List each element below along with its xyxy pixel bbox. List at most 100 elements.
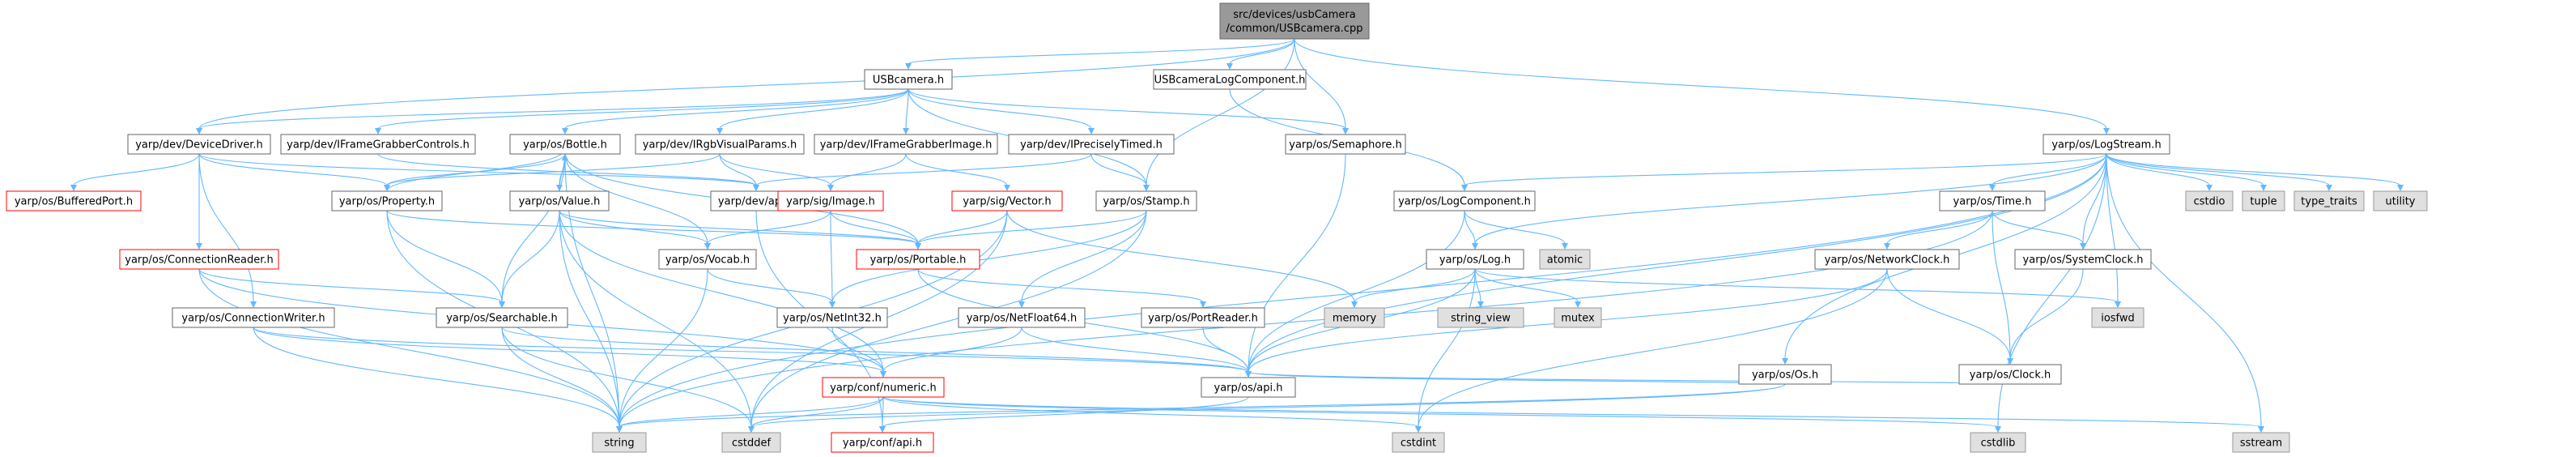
edge-stamp-to-netint32 xyxy=(831,210,1147,303)
node-clock[interactable]: yarp/os/Clock.h xyxy=(1958,364,2062,385)
node-netint32[interactable]: yarp/os/NetInt32.h xyxy=(776,307,888,328)
edge-logstream-to-sstream xyxy=(2106,153,2262,428)
edge-root-to-usbcam_h xyxy=(908,38,1295,65)
node-bottle[interactable]: yarp/os/Bottle.h xyxy=(509,134,621,155)
node-label-log: yarp/os/Log.h xyxy=(1439,254,1511,267)
node-osapi[interactable]: yarp/os/api.h xyxy=(1201,377,1296,398)
node-irgb[interactable]: yarp/dev/IRgbVisualParams.h xyxy=(635,134,805,155)
node-box-devdriver xyxy=(127,134,271,155)
node-time[interactable]: yarp/os/Time.h xyxy=(1939,190,2046,211)
arrowhead-numeric-to-cstdint xyxy=(1415,426,1422,433)
node-box-cstdio xyxy=(2185,190,2234,211)
edge-property-to-bottle xyxy=(386,147,566,192)
edge-semaphore-to-osapi xyxy=(1248,153,1346,373)
node-box-clock xyxy=(1958,364,2062,385)
edge-log-to-cstdint xyxy=(1418,268,1476,428)
node-label-cstdlib: cstdlib xyxy=(1981,438,2016,450)
arrowhead-devdriver-to-bufport xyxy=(70,185,77,191)
node-portable[interactable]: yarp/os/Portable.h xyxy=(856,249,980,270)
edge-root-to-logcomp_h xyxy=(1229,38,1295,65)
node-ifgi[interactable]: yarp/dev/IFrameGrabberImage.h xyxy=(814,134,998,155)
node-vocab[interactable]: yarp/os/Vocab.h xyxy=(658,249,757,270)
node-box-netclock xyxy=(1814,249,1960,270)
arrowhead-logstream-to-tuple xyxy=(2260,185,2267,191)
node-label-iosfwd: iosfwd xyxy=(2101,313,2135,325)
node-label-logstream: yarp/os/LogStream.h xyxy=(2051,139,2161,152)
edge-osos-to-osapi xyxy=(1248,371,1786,385)
node-label-searchable: yarp/os/Searchable.h xyxy=(446,313,558,325)
node-stamp[interactable]: yarp/os/Stamp.h xyxy=(1095,190,1197,211)
node-label-irgb: yarp/dev/IRgbVisualParams.h xyxy=(643,139,797,152)
edge-sigimage-to-portable xyxy=(830,210,919,245)
edge-vocab-to-string xyxy=(618,268,708,428)
edge-bottle-to-searchable xyxy=(501,153,566,303)
node-label-osapi: yarp/os/api.h xyxy=(1214,382,1283,395)
edge-devdriver-to-devapi xyxy=(198,153,757,186)
node-log[interactable]: yarp/os/Log.h xyxy=(1426,249,1524,270)
edge-irgb-to-property xyxy=(386,153,721,186)
arrowhead-oslogcomp-to-log xyxy=(1472,243,1478,250)
node-label-memory: memory xyxy=(1333,313,1377,325)
node-box-iosfwd xyxy=(2091,307,2145,328)
node-label-netfloat64: yarp/os/NetFloat64.h xyxy=(967,313,1078,325)
node-box-netfloat64 xyxy=(958,307,1086,328)
node-logcomp_h[interactable]: USBcameraLogComponent.h xyxy=(1153,69,1307,90)
node-label-property: yarp/os/Property.h xyxy=(339,196,435,208)
arrowhead-sysclock-to-clock xyxy=(2007,358,2013,365)
node-box-connwriter xyxy=(172,307,335,328)
node-box-root xyxy=(1219,2,1370,40)
node-usbcam_h[interactable]: USBcamera.h xyxy=(864,69,953,90)
edge-root-to-stamp xyxy=(1146,38,1295,186)
node-connwriter[interactable]: yarp/os/ConnectionWriter.h xyxy=(172,307,335,328)
node-semaphore[interactable]: yarp/os/Semaphore.h xyxy=(1285,134,1406,155)
node-numeric[interactable]: yarp/conf/numeric.h xyxy=(822,377,945,398)
node-sigvector[interactable]: yarp/sig/Vector.h xyxy=(951,190,1063,211)
edge-property-to-portable xyxy=(386,210,919,245)
node-sysclock[interactable]: yarp/os/SystemClock.h xyxy=(2014,249,2152,270)
edge-numeric-to-cstddef xyxy=(750,396,884,428)
arrowhead-devdriver-to-connwriter xyxy=(250,301,257,308)
node-box-memory xyxy=(1324,307,1385,328)
arrowhead-numeric-to-confapi xyxy=(879,426,886,433)
node-connreader[interactable]: yarp/os/ConnectionReader.h xyxy=(119,249,279,270)
node-netclock[interactable]: yarp/os/NetworkClock.h xyxy=(1814,249,1960,270)
node-netfloat64[interactable]: yarp/os/NetFloat64.h xyxy=(958,307,1086,328)
node-label-sysclock: yarp/os/SystemClock.h xyxy=(2023,254,2144,267)
node-portreader[interactable]: yarp/os/PortReader.h xyxy=(1141,307,1265,328)
edge-value-to-searchable xyxy=(501,210,560,303)
node-osos[interactable]: yarp/os/Os.h xyxy=(1738,364,1832,385)
node-confapi[interactable]: yarp/conf/api.h xyxy=(831,432,934,453)
node-box-property xyxy=(331,190,443,211)
edge-searchable-to-osapi xyxy=(501,327,1249,373)
node-sigimage[interactable]: yarp/sig/Image.h xyxy=(777,190,884,211)
node-value[interactable]: yarp/os/Value.h xyxy=(509,190,610,211)
edge-bottle-to-vocab xyxy=(564,153,708,245)
node-devdriver[interactable]: yarp/dev/DeviceDriver.h xyxy=(127,134,271,155)
node-property[interactable]: yarp/os/Property.h xyxy=(331,190,443,211)
node-label-sigvector: yarp/sig/Vector.h xyxy=(963,196,1051,208)
node-root[interactable]: src/devices/usbCamera/common/USBcamera.c… xyxy=(1219,2,1370,40)
edge-value-to-cstddef xyxy=(559,210,752,428)
node-searchable[interactable]: yarp/os/Searchable.h xyxy=(436,307,568,328)
node-typetraits: type_traits xyxy=(2293,190,2365,211)
arrowhead-usbcam_h-to-bottle xyxy=(562,128,568,135)
node-logstream[interactable]: yarp/os/LogStream.h xyxy=(2043,134,2170,155)
node-oslogcomp[interactable]: yarp/os/LogComponent.h xyxy=(1393,190,1536,211)
node-bufport[interactable]: yarp/os/BufferedPort.h xyxy=(6,190,142,211)
node-atomic: atomic xyxy=(1539,249,1591,270)
node-iprec[interactable]: yarp/dev/IPreciselyTimed.h xyxy=(1008,134,1175,155)
node-label-atomic: atomic xyxy=(1547,254,1583,267)
node-box-irgb xyxy=(635,134,805,155)
edge-ifgi-to-sigimage xyxy=(830,153,907,186)
node-label-numeric: yarp/conf/numeric.h xyxy=(830,382,937,395)
node-label-vocab: yarp/os/Vocab.h xyxy=(665,254,750,267)
node-label-oslogcomp: yarp/os/LogComponent.h xyxy=(1398,196,1531,208)
node-box-stringview xyxy=(1437,307,1524,328)
edge-value-to-numeric xyxy=(559,210,884,373)
edge-searchable-to-cstddef xyxy=(501,327,752,428)
node-ifgc[interactable]: yarp/dev/IFrameGrabberControls.h xyxy=(280,134,476,155)
edge-numeric-to-string xyxy=(618,396,884,428)
arrowhead-portable-to-portreader xyxy=(1200,301,1206,308)
node-label-ifgi: yarp/dev/IFrameGrabberImage.h xyxy=(820,139,993,152)
